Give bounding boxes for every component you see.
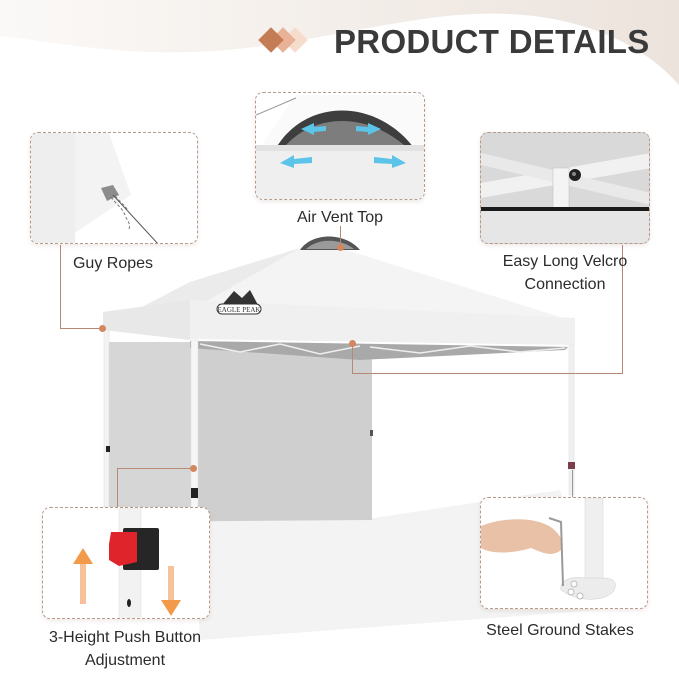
leader-line-velcro-v2 [352,342,353,374]
callout-push-button-label-line1: 3-Height Push Button [48,629,202,646]
callout-guy-ropes-label: Guy Ropes [72,255,154,272]
page-header: PRODUCT DETAILS [258,22,650,62]
callout-air-vent-top-label: Air Vent Top [297,209,383,226]
callout-push-button-label-line2: Adjustment [84,652,166,669]
leader-line-push-button-h [117,468,194,469]
leader-line-push-button [117,468,118,508]
arrow-up-icon [73,548,93,604]
callout-velcro-label-line2: Connection [524,276,606,293]
hand-icon [481,519,563,554]
callout-push-button-label: 3-Height Push Button Adjustment [20,626,230,672]
callout-ground-stakes-label: Steel Ground Stakes [486,622,634,639]
callout-push-button-image [42,507,210,619]
callout-air-vent-top-image [255,92,425,200]
callout-guy-ropes-image [30,132,198,244]
arrow-down-icon [161,566,181,616]
leader-line-stakes [572,470,573,498]
leader-dot-push-button [190,465,197,472]
leader-line-guy-ropes-h [60,328,102,329]
background-wave [0,0,679,85]
leader-dot-guy-ropes [99,325,106,332]
callout-velcro-label: Easy Long Velcro Connection [470,250,660,296]
svg-text:EAGLE PEAK: EAGLE PEAK [218,306,261,314]
leader-line-velcro-h [352,373,623,374]
leader-dot-vent [337,244,344,251]
eagle-peak-logo: EAGLE PEAK [216,290,262,315]
leader-dot-velcro [349,340,356,347]
leader-line-vent [340,226,341,248]
leader-line-velcro [622,245,623,374]
callout-ground-stakes-image [480,497,648,609]
leader-line-guy-ropes [60,245,61,329]
push-button-icon [109,532,137,566]
airflow-arrow-icon [280,123,406,168]
callout-velcro-label-line1: Easy Long Velcro [502,253,628,270]
page-title: PRODUCT DETAILS [334,23,650,60]
callout-velcro-image [480,132,650,244]
